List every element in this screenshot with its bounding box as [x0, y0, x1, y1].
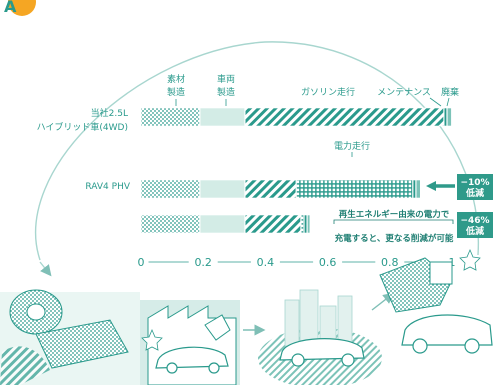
row-label-hybrid-line1: 当社2.5L — [91, 107, 128, 119]
segment-label-disposal-text: 廃棄 — [441, 86, 459, 98]
logo-letter: A — [4, 0, 17, 16]
segment-label-material: 素材 製造 — [167, 73, 185, 106]
segment-label-vehicle-line2: 製造 — [217, 86, 235, 98]
material-roll-icon — [0, 289, 140, 385]
bar-row1-disposal — [415, 179, 421, 199]
bar-row2-disposal — [307, 214, 311, 234]
segment-label-vehicle-line1: 車両 — [217, 73, 235, 85]
city-car-icon — [258, 289, 382, 385]
logo-badge: A — [4, 0, 36, 16]
badge-minus-10: −10% 低減 — [426, 174, 493, 200]
x-tick-label: 0.6 — [319, 256, 337, 269]
segment-label-maintenance-text: メンテナンス — [377, 87, 431, 98]
bar-row0-material — [140, 107, 200, 127]
bar-row0-gasoline — [244, 107, 444, 127]
segment-label-maintenance: メンテナンス — [377, 87, 442, 107]
segment-label-disposal: 廃棄 — [441, 86, 459, 107]
badge-minus-46: −46% 低減 — [457, 212, 493, 238]
renewable-note-line2: 充電すると、更なる削減が可能 — [335, 233, 454, 244]
recycling-icon — [379, 248, 493, 354]
bar-row2-vehicle — [199, 214, 245, 234]
badge-minus-46-line1: −46% — [460, 216, 489, 226]
bar-row0-vehicle — [199, 107, 245, 127]
segment-label-gasoline: ガソリン走行 — [301, 86, 355, 98]
bar-row2-material — [140, 214, 200, 234]
x-tick-label: 0 — [138, 256, 145, 269]
segment-label-material-line2: 製造 — [167, 86, 185, 98]
flow-arrow-2 — [371, 292, 395, 311]
bar-row0-maintenance — [443, 107, 448, 127]
row-label-hybrid-line2: ハイブリッド車(4WD) — [37, 121, 128, 133]
segment-label-electric-text: 電力走行 — [334, 140, 370, 152]
bar-row2-electric — [300, 214, 305, 234]
lifecycle-arc — [34, 41, 479, 261]
bar-row2-maintenance — [303, 214, 308, 234]
x-tick-label: 0.4 — [257, 256, 275, 269]
bars-layer — [140, 107, 452, 234]
segment-label-gasoline-text: ガソリン走行 — [301, 86, 355, 98]
segment-label-vehicle: 車両 製造 — [217, 73, 235, 106]
bar-row1-gasoline — [244, 179, 297, 199]
lifecycle-arc-arrow — [39, 261, 52, 277]
bar-row1-maintenance — [412, 179, 416, 199]
row-label-phv: RAV4 PHV — [85, 182, 130, 192]
bar-row1-electric — [296, 179, 413, 199]
renewable-note-line1: 再生エネルギー由来の電力で — [339, 209, 450, 220]
badge-minus-10-line2: 低減 — [465, 187, 484, 199]
bar-row1-vehicle — [199, 179, 245, 199]
segment-label-material-line1: 素材 — [167, 73, 185, 85]
badge-minus-46-line2: 低減 — [465, 225, 484, 237]
x-tick-label: 0.8 — [381, 256, 399, 269]
renewable-note: 再生エネルギー由来の電力で 充電すると、更なる削減が可能 — [333, 209, 454, 244]
bar-row2-gasoline — [244, 214, 301, 234]
bar-row0-disposal — [446, 107, 452, 127]
segment-label-electric: 電力走行 — [334, 140, 370, 157]
bar-row1-material — [140, 179, 200, 199]
factory-icon — [140, 300, 240, 385]
badge-minus-10-line1: −10% — [460, 178, 489, 188]
x-tick-label: 0.2 — [194, 256, 212, 269]
